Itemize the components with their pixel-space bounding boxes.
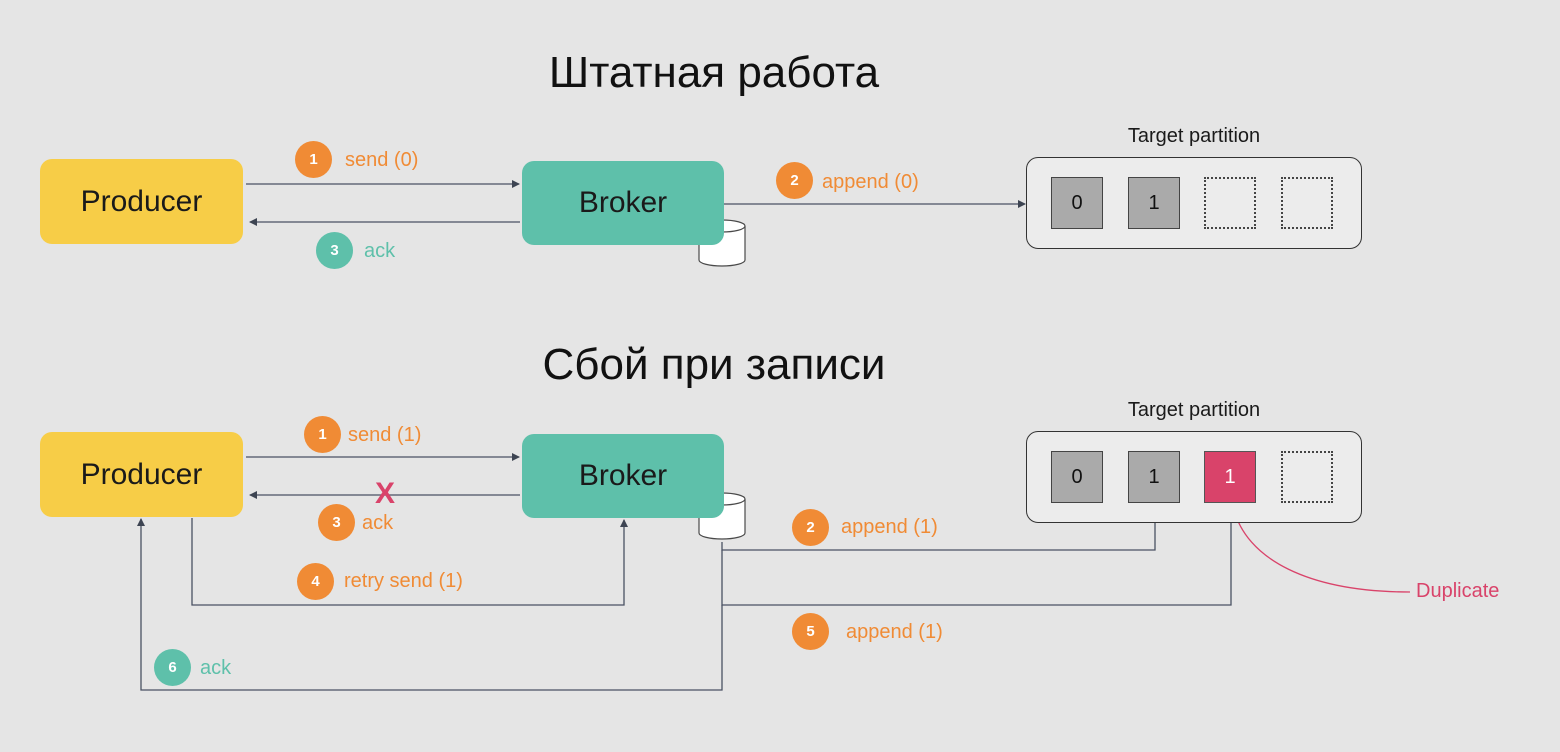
target-partition-top: 0 1 <box>1026 157 1362 249</box>
section-title-failure: Сбой при записи <box>542 340 886 389</box>
step-badge-4: 4 <box>297 563 334 600</box>
partition-label-bottom: Target partition <box>1127 399 1261 421</box>
duplicate-label: Duplicate <box>1416 580 1500 602</box>
partition-cell-duplicate: 1 <box>1204 451 1256 503</box>
partition-cell-empty <box>1281 177 1333 229</box>
arrow-ack-6 <box>137 518 723 691</box>
step-badge-1: 1 <box>304 416 341 453</box>
broker-label: Broker <box>578 459 668 492</box>
step-badge-5: 5 <box>792 613 829 650</box>
producer-box: Producer <box>40 432 243 517</box>
arrow-append-1 <box>721 504 1159 551</box>
step-label-append-1: append (1) <box>841 516 938 538</box>
broker-box: Broker <box>522 161 724 245</box>
step-badge-1: 1 <box>295 141 332 178</box>
step-label-retry-send: retry send (1) <box>344 570 463 592</box>
broker-box: Broker <box>522 434 724 518</box>
failure-x-mark: X <box>375 477 396 510</box>
broker-label: Broker <box>578 186 668 219</box>
step-badge-3: 3 <box>316 232 353 269</box>
duplicate-pointer <box>1232 505 1411 593</box>
producer-label: Producer <box>80 457 203 491</box>
step-label-append-dup: append (1) <box>846 621 943 643</box>
producer-label: Producer <box>80 184 203 218</box>
partition-cell: 1 <box>1128 451 1180 503</box>
partition-cell-empty <box>1281 451 1333 503</box>
producer-box: Producer <box>40 159 243 244</box>
step-label-send-0: send (0) <box>345 149 419 171</box>
step-label-append-0: append (0) <box>822 171 919 193</box>
target-partition-bottom: 0 1 1 <box>1026 431 1362 523</box>
section-title-normal: Штатная работа <box>548 48 880 97</box>
step-badge-6: 6 <box>154 649 191 686</box>
partition-label-top: Target partition <box>1127 125 1261 147</box>
partition-cell: 0 <box>1051 451 1103 503</box>
step-badge-2: 2 <box>792 509 829 546</box>
step-label-send-1: send (1) <box>348 424 422 446</box>
arrow-retry-send <box>191 518 628 606</box>
arrow-append-dup <box>721 504 1235 606</box>
step-badge-2: 2 <box>776 162 813 199</box>
partition-cell: 0 <box>1051 177 1103 229</box>
step-label-ack-failed: ack <box>362 512 394 534</box>
partition-cell-empty <box>1204 177 1256 229</box>
step-badge-3: 3 <box>318 504 355 541</box>
step-label-ack-6: ack <box>200 657 232 679</box>
partition-cell: 1 <box>1128 177 1180 229</box>
step-label-ack: ack <box>364 240 396 262</box>
